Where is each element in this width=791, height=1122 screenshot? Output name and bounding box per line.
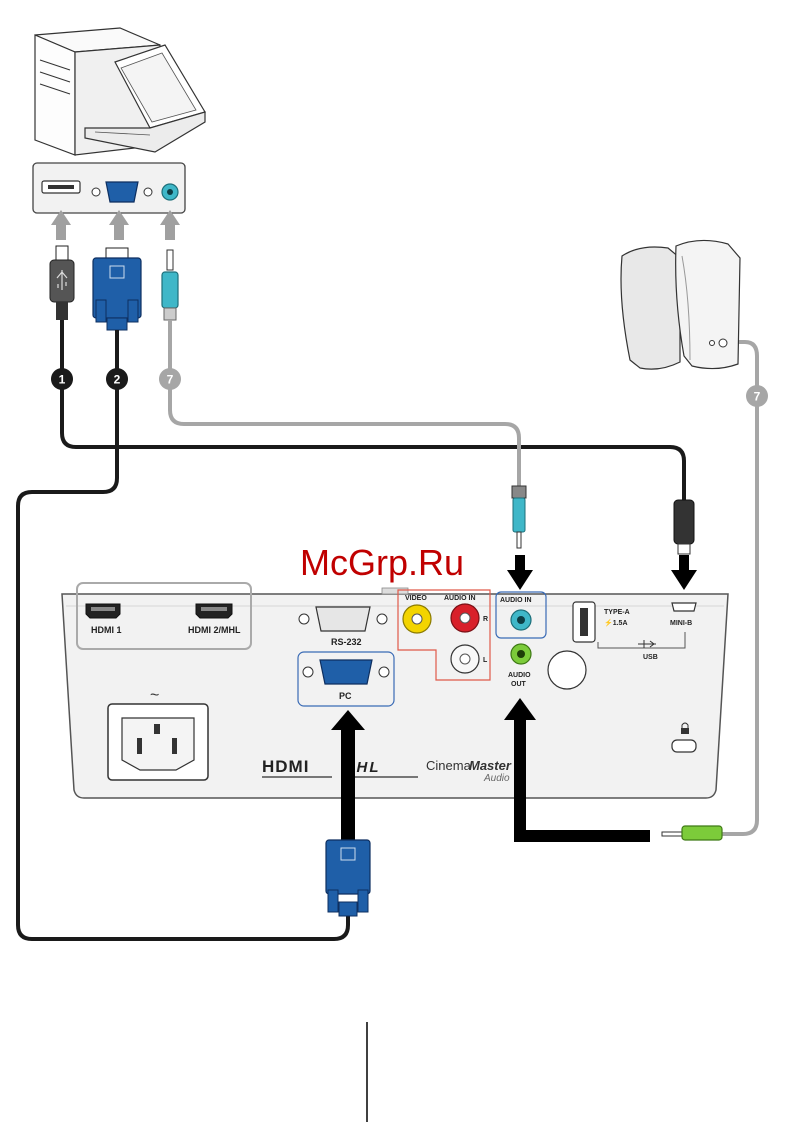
cable-number-7-left: 7 xyxy=(159,368,181,390)
type-a-label-1: TYPE-A xyxy=(604,609,630,616)
audio-in-cable xyxy=(170,320,519,486)
cinemamaster-logo-2: Master xyxy=(469,758,512,773)
svg-text:2: 2 xyxy=(114,373,121,387)
cable-number-1: 1 xyxy=(51,368,73,390)
rca-r-label: R xyxy=(483,616,488,623)
video-rca-jack[interactable] xyxy=(403,605,431,633)
hdmi-logo-tagline xyxy=(262,776,332,778)
mini-b-arrow xyxy=(671,570,697,590)
ir-sensor-icon xyxy=(548,651,586,689)
cinemamaster-logo-3: Audio xyxy=(483,773,510,784)
watermark-text: McGrp.Ru xyxy=(300,542,464,583)
audio-in-l-jack[interactable] xyxy=(451,645,479,673)
hdmi1-port[interactable] xyxy=(86,604,120,618)
video-label: VIDEO xyxy=(405,595,427,602)
computer-port-panel xyxy=(33,163,185,213)
audio-in-jack[interactable] xyxy=(511,610,531,630)
audio-in-arrow xyxy=(507,570,533,590)
hdmi-logo: HDMI xyxy=(262,757,309,776)
usb-label: USB xyxy=(643,654,658,661)
cable-number-2: 2 xyxy=(106,368,128,390)
svg-text:1: 1 xyxy=(59,373,66,387)
type-a-label-2: ⚡1.5A xyxy=(604,618,628,627)
pc-label: PC xyxy=(339,691,352,701)
security-slot xyxy=(672,740,696,752)
mini-b-plug-icon xyxy=(674,500,694,554)
hdmi2-port[interactable] xyxy=(196,604,232,618)
vga-plug-bottom-icon xyxy=(326,840,370,916)
usb-cable xyxy=(62,320,684,500)
audio-plug-icon xyxy=(162,250,178,320)
audio-out-plug-icon xyxy=(662,826,722,840)
svg-text:7: 7 xyxy=(754,390,761,404)
speaker-cable xyxy=(722,342,757,834)
mini-b-label: MINI-B xyxy=(670,620,692,627)
usb-plug-icon xyxy=(50,246,74,320)
cinemamaster-logo-1: Cinema xyxy=(426,758,472,773)
audio-in-label: AUDIO IN xyxy=(500,597,532,604)
usb-type-a-port[interactable] xyxy=(573,602,595,642)
audio-in-r-jack[interactable] xyxy=(451,604,479,632)
hdmi1-label: HDMI 1 xyxy=(91,625,122,635)
speakers-icon xyxy=(621,240,740,369)
rca-audio-in-label: AUDIO IN xyxy=(444,595,476,602)
vga-plug-icon xyxy=(93,248,141,330)
computer-connect-arrows xyxy=(51,210,180,240)
audio-jack-icon xyxy=(162,184,178,200)
usb-mini-b-port[interactable] xyxy=(672,603,696,611)
svg-text:7: 7 xyxy=(167,373,174,387)
ac-symbol: ~ xyxy=(150,687,159,704)
audio-out-label-2: OUT xyxy=(511,681,527,688)
rca-l-label: L xyxy=(483,657,488,664)
cable-number-7-right: 7 xyxy=(746,385,768,407)
audio-out-label-1: AUDIO xyxy=(508,672,531,679)
rs232-label: RS-232 xyxy=(331,637,362,647)
audio-in-plug-icon xyxy=(512,486,526,548)
power-inlet[interactable] xyxy=(108,704,208,780)
hdmi2-label: HDMI 2/MHL xyxy=(188,625,241,635)
pc-connect-arrow-shaft xyxy=(341,728,355,840)
audio-out-jack[interactable] xyxy=(511,644,531,664)
